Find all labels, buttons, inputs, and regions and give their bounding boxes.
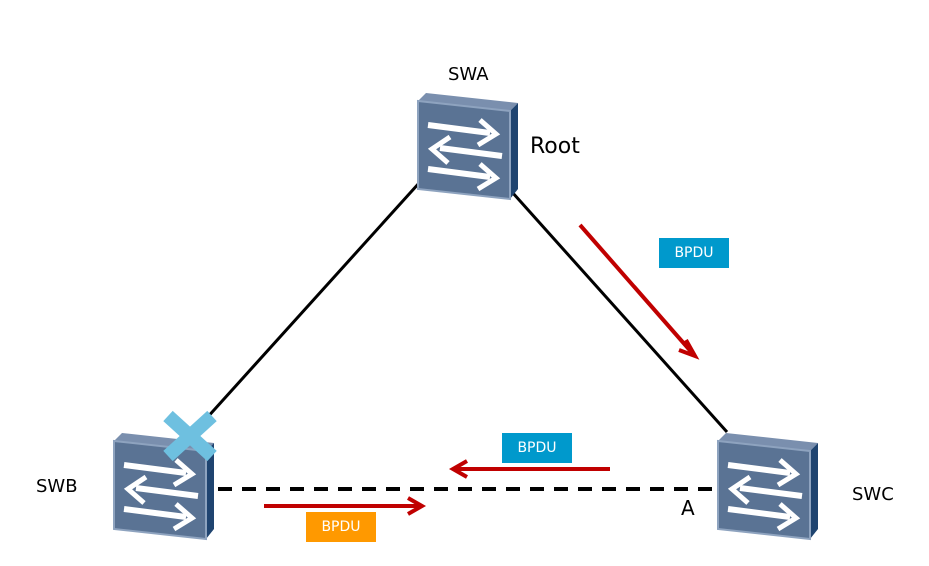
link-swa-swc [510, 190, 729, 434]
bpdu-arrow-swa-to-swc [578, 223, 700, 360]
switch-swc-icon[interactable] [718, 433, 818, 539]
bpdu-badge-swa-to-swc: BPDU [659, 238, 729, 268]
switch-swa-label: SWA [448, 64, 489, 85]
port-a-label: A [681, 496, 695, 520]
bpdu-arrow-swc-to-swb [448, 459, 610, 479]
blocked-port-icon [163, 410, 217, 462]
bpdu-arrow-swb-to-swc [264, 496, 427, 516]
root-label: Root [530, 134, 580, 159]
bpdu-badge-swb-to-swc: BPDU [306, 512, 376, 542]
switch-swa-icon[interactable] [418, 93, 518, 199]
switch-swb-label: SWB [36, 476, 78, 497]
bpdu-badge-swc-to-swb: BPDU [502, 433, 572, 463]
switch-swc-label: SWC [852, 484, 894, 505]
link-swa-swb [203, 180, 422, 422]
